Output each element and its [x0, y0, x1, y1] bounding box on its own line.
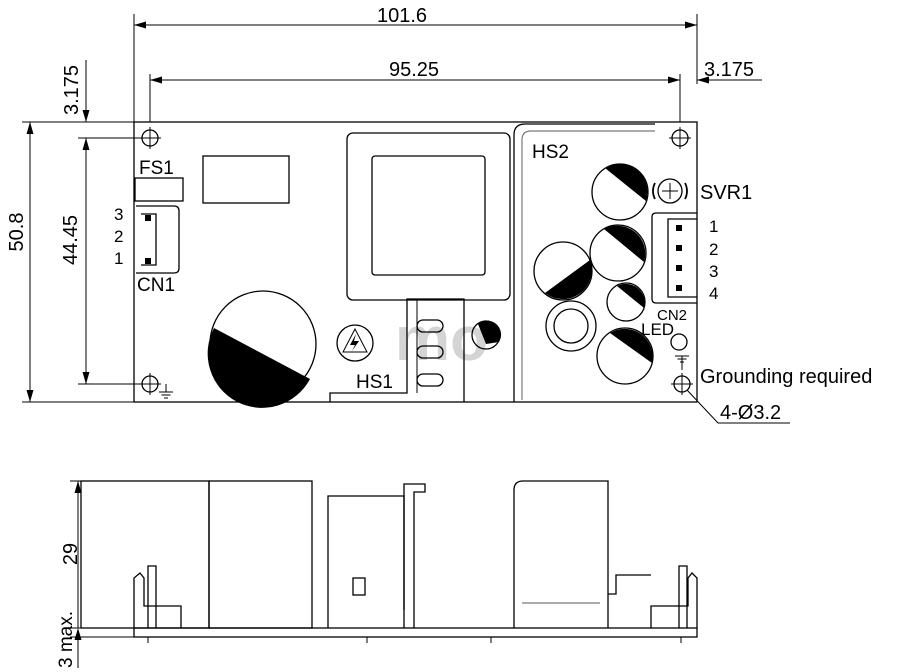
- capacitor-c3: [533, 241, 593, 301]
- component-block: [202, 155, 290, 204]
- capacitor-c4: [606, 282, 646, 322]
- svr1-potentiometer: [652, 178, 688, 204]
- cn2-pin-1: 1: [709, 217, 718, 236]
- dim-overall-height: 50.8: [6, 213, 28, 252]
- holes-note: 4-Ø3.2: [720, 402, 781, 424]
- connector-cn2: [651, 212, 697, 304]
- dim-overall-width: 101.6: [377, 5, 427, 27]
- capacitor-c5: [596, 327, 654, 385]
- bulk-capacitor: [207, 290, 317, 408]
- pcb-outline: [133, 121, 698, 403]
- cn1-pin-2: 2: [114, 227, 123, 246]
- dim-edge-offset-left: 3.175: [61, 65, 83, 115]
- transformer: [346, 132, 511, 301]
- cn2-label: CN2: [657, 307, 687, 324]
- capacitor-c2: [589, 224, 647, 282]
- hole-callout-leader: [686, 389, 790, 424]
- small-capacitor: [471, 320, 502, 350]
- heatsink-hs1: [329, 298, 465, 402]
- side-view: [70, 480, 698, 668]
- cn2-pin-2: 2: [709, 240, 718, 259]
- grounding-note: Grounding required: [700, 366, 872, 388]
- hs1-label: HS1: [356, 372, 393, 393]
- fuse-fs1: [134, 177, 184, 202]
- cn1-pin-1: 1: [114, 249, 123, 268]
- cn2-pin-4: 4: [709, 284, 718, 303]
- dim-hole-spacing-y: 44.45: [60, 215, 82, 265]
- mounting-hole-top-right: [669, 127, 691, 149]
- mounting-hole-bottom-left: [139, 373, 173, 399]
- mounting-hole-bottom-right: [671, 355, 693, 395]
- dim-edge-offset-right: 3.175: [704, 59, 754, 81]
- fs1-label: FS1: [139, 158, 174, 179]
- cn1-label: CN1: [137, 275, 175, 296]
- watermark-logo: mo: [395, 305, 488, 374]
- high-voltage-icon: [336, 324, 374, 362]
- capacitor-c1: [591, 163, 649, 221]
- cn1-pin-3: 3: [114, 205, 123, 224]
- capacitor-ring: [545, 300, 597, 352]
- led-indicator: [670, 333, 688, 351]
- hs2-label: HS2: [532, 142, 569, 163]
- led-label: LED: [641, 320, 674, 339]
- dimension-lines: [22, 14, 762, 403]
- cn2-pin-3: 3: [709, 262, 718, 281]
- heatsink-hs2: [513, 123, 655, 402]
- mounting-hole-top-left: [139, 127, 161, 149]
- connector-cn1: [136, 205, 180, 274]
- dim-height: 29: [60, 543, 82, 565]
- dim-clearance: 3 max.: [56, 611, 77, 668]
- svr1-label: SVR1: [700, 182, 752, 204]
- dim-hole-spacing-x: 95.25: [389, 59, 439, 81]
